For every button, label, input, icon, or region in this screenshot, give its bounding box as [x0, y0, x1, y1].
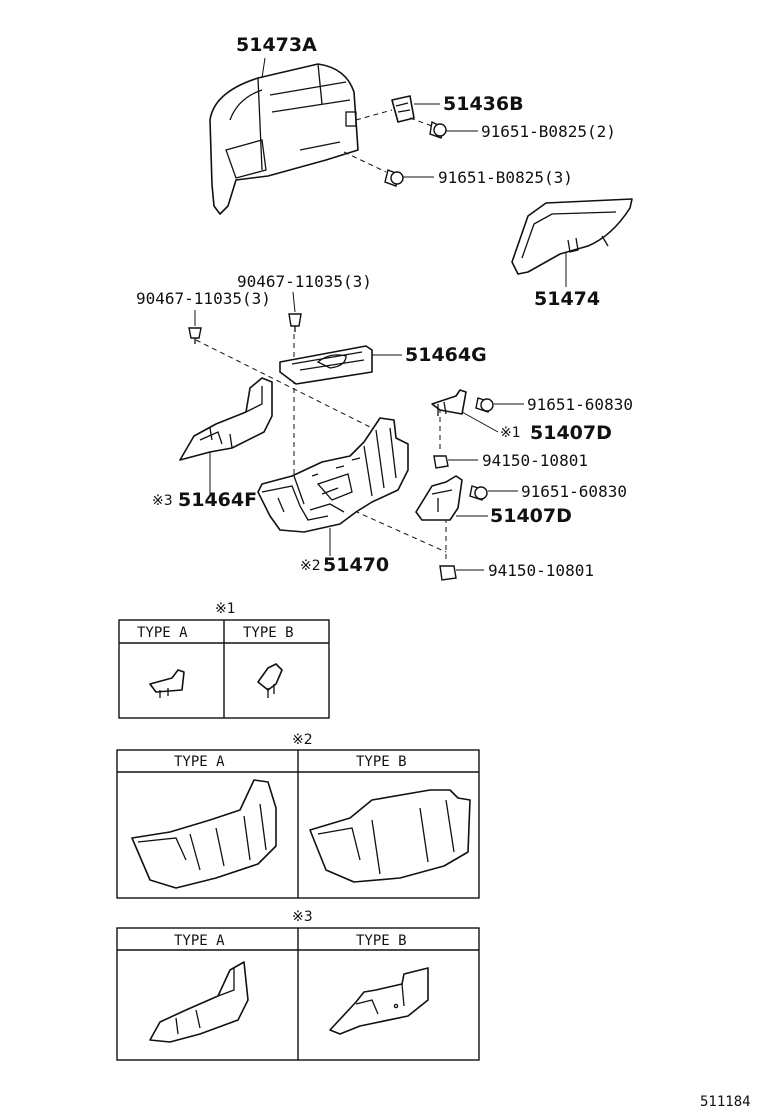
- clip-90467-upper: [288, 313, 302, 332]
- undercover-51470: [257, 417, 409, 533]
- label-91651-b0825-2: 91651-B0825(2): [481, 122, 616, 141]
- nut-94150-lower: [439, 565, 457, 581]
- thumb-1-type-b: [257, 663, 283, 698]
- cover-51474: [511, 198, 633, 275]
- thumb-1-type-a: [149, 669, 185, 698]
- label-51407d-upper: 51407D: [530, 422, 612, 444]
- bolt-91651-b0825-2: [429, 120, 447, 139]
- table-1-col-b: TYPE B: [243, 625, 294, 641]
- table-3-col-a: TYPE A: [174, 933, 225, 949]
- cover-51473a: [209, 63, 359, 215]
- clip-90467-lower: [188, 327, 202, 344]
- table-2-col-b: TYPE B: [356, 754, 407, 770]
- label-94150-10801-lower: 94150-10801: [488, 561, 594, 580]
- label-91651-b0825-3: 91651-B0825(3): [438, 168, 573, 187]
- thumb-3-type-b: [329, 967, 429, 1035]
- label-51407d-lower: 51407D: [490, 505, 572, 527]
- thumb-2-type-a: [131, 779, 277, 889]
- label-90467-11035-upper: 90467-11035(3): [237, 272, 372, 291]
- table-1-title: ※1: [215, 601, 236, 617]
- label-51464f: 51464F: [178, 489, 257, 511]
- label-94150-10801-upper: 94150-10801: [482, 451, 588, 470]
- panel-51464f: [179, 377, 273, 461]
- label-90467-11035-lower: 90467-11035(3): [136, 289, 271, 308]
- thumb-2-type-b: [309, 789, 471, 883]
- label-51473a: 51473A: [236, 34, 317, 56]
- label-51436b: 51436B: [443, 93, 524, 115]
- bolt-91651-60830-lower: [469, 485, 488, 501]
- mark-3: ※3: [152, 493, 173, 509]
- clip-51436b: [391, 95, 415, 123]
- label-51470: 51470: [323, 554, 389, 576]
- bracket-51407d-upper: [431, 389, 467, 416]
- table-3-col-b: TYPE B: [356, 933, 407, 949]
- table-type-1: ※1 TYPE A TYPE B: [118, 601, 330, 719]
- table-2-title: ※2: [292, 732, 313, 748]
- label-91651-60830-lower: 91651-60830: [521, 482, 627, 501]
- diagram-code: 511184: [700, 1094, 751, 1110]
- thumb-3-type-a: [149, 961, 249, 1043]
- label-91651-60830-upper: 91651-60830: [527, 395, 633, 414]
- bolt-91651-b0825-3: [384, 169, 404, 187]
- table-type-3: ※3 TYPE A TYPE B: [116, 909, 480, 1061]
- nut-94150-upper: [433, 455, 449, 469]
- mark-1: ※1: [500, 425, 521, 441]
- label-51474: 51474: [534, 288, 600, 310]
- table-2-col-a: TYPE A: [174, 754, 225, 770]
- table-type-2: ※2 TYPE A TYPE B: [116, 732, 480, 899]
- bolt-91651-60830-upper: [475, 397, 494, 413]
- table-1-col-a: TYPE A: [137, 625, 188, 641]
- label-51464g: 51464G: [405, 344, 487, 366]
- bracket-51407d-lower: [415, 475, 463, 521]
- table-3-title: ※3: [292, 909, 313, 925]
- panel-51464g: [279, 345, 373, 385]
- mark-2: ※2: [300, 558, 321, 574]
